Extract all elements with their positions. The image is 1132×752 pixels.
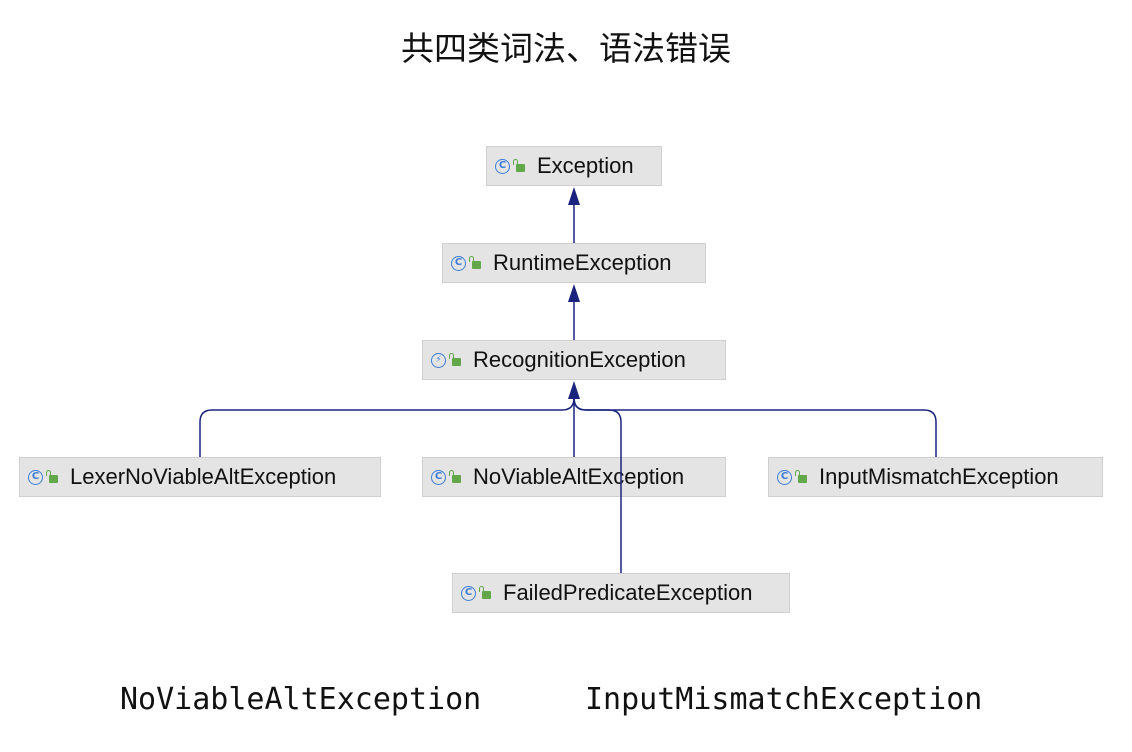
node-label: InputMismatchException (819, 464, 1059, 489)
node-exception[interactable]: C Exception (486, 146, 662, 186)
class-c-icon: C (777, 469, 792, 485)
node-recognition-exception[interactable]: ⚡ RecognitionException (422, 340, 726, 380)
node-label: RecognitionException (473, 347, 686, 372)
arrow-head (568, 187, 580, 205)
class-c-icon: C (495, 158, 510, 174)
footer-no-viable-alt: NoViableAltException (120, 682, 482, 717)
class-c-icon: C (461, 585, 476, 601)
unlock-icon (449, 353, 461, 366)
node-input-mismatch-exception[interactable]: C InputMismatchException (768, 457, 1103, 497)
unlock-icon (46, 470, 58, 483)
unlock-icon (479, 586, 491, 599)
arrow-head (568, 381, 580, 399)
edge-failedpredicate-to-recognition (573, 397, 622, 573)
node-label: RuntimeException (493, 250, 672, 275)
node-runtime-exception[interactable]: C RuntimeException (442, 243, 706, 283)
class-c-icon: C (28, 469, 43, 485)
node-label: FailedPredicateException (503, 580, 753, 605)
node-label: LexerNoViableAltException (70, 464, 337, 489)
class-c-icon: C (431, 469, 446, 485)
unlock-icon (469, 256, 481, 269)
edge-lexer-to-recognition (199, 397, 575, 457)
arrow-head (568, 284, 580, 302)
node-label: Exception (537, 153, 634, 178)
abstract-class-icon: ⚡ (431, 352, 446, 368)
footer-input-mismatch: InputMismatchException (585, 682, 983, 717)
node-no-viable-alt-exception[interactable]: C NoViableAltException (422, 457, 726, 497)
node-label: NoViableAltException (473, 464, 685, 489)
class-c-icon: C (451, 255, 466, 271)
diagram-title: 共四类词法、语法错误 (401, 29, 731, 68)
node-failed-predicate-exception[interactable]: C FailedPredicateException (452, 573, 790, 613)
unlock-icon (449, 470, 461, 483)
node-lexer-no-viable-alt-exception[interactable]: C LexerNoViableAltException (19, 457, 381, 497)
unlock-icon (795, 470, 807, 483)
unlock-icon (513, 159, 525, 172)
